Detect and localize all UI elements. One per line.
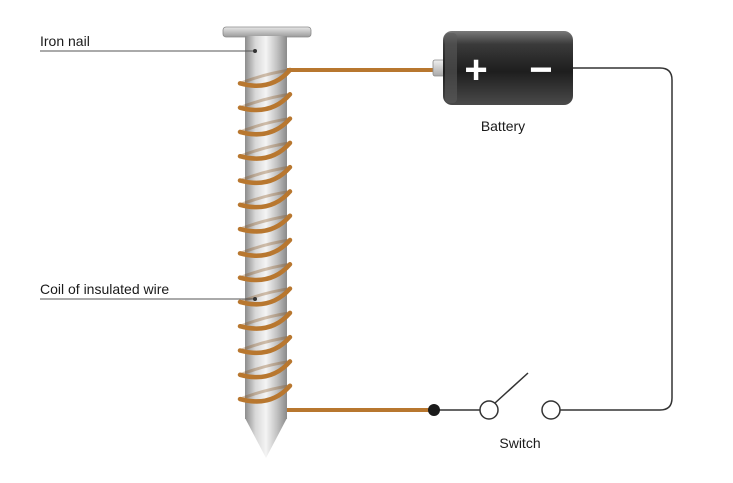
- switch-lever: [494, 372, 529, 404]
- battery-icon: + −: [432, 31, 573, 105]
- battery-cap: [445, 33, 457, 103]
- coil-turn: [237, 383, 293, 404]
- iron-nail-icon: [222, 26, 312, 458]
- copper-leads: [286, 68, 436, 412]
- label-coil: Coil of insulated wire: [40, 281, 169, 297]
- coil-turn-back: [239, 262, 291, 280]
- coil-turn-back: [239, 165, 291, 182]
- coil-turn-back: [239, 287, 291, 304]
- switch-icon: [428, 372, 561, 420]
- coil-turn-back: [239, 141, 291, 158]
- coil-turn: [237, 213, 293, 234]
- coil-turn: [237, 189, 293, 210]
- coil-turn-back: [239, 68, 291, 85]
- battery-body: [443, 31, 573, 105]
- leader-iron-nail-dot: [253, 49, 257, 53]
- coil-turn: [237, 164, 293, 186]
- coil-icon: [237, 67, 293, 404]
- junction-dot: [428, 404, 440, 416]
- coil-turn-back: [239, 335, 291, 352]
- coil-turn-back: [239, 311, 291, 328]
- coil-turn: [237, 262, 293, 283]
- coil-turn: [237, 310, 293, 331]
- circuit-wires: [434, 67, 673, 411]
- coil-turn: [237, 140, 293, 161]
- coil-turn-back: [239, 117, 291, 134]
- leader-lines: [40, 49, 257, 301]
- switch-contact-left: [479, 400, 499, 420]
- coil-turn: [237, 92, 293, 113]
- coil-turn-back: [239, 384, 291, 401]
- coil-turn-back: [239, 214, 291, 231]
- coil-turn-back: [239, 238, 291, 255]
- label-iron-nail: Iron nail: [40, 33, 90, 49]
- battery-negative-sign: −: [529, 48, 552, 92]
- coil-turn-back: [239, 359, 291, 377]
- nail-tip: [245, 418, 287, 458]
- label-switch: Switch: [499, 435, 540, 451]
- coil-turn: [237, 116, 293, 137]
- wire-battery-to-switch: [560, 67, 673, 411]
- coil-turn: [237, 334, 293, 356]
- nail-shank: [245, 36, 287, 419]
- coil-turn: [237, 67, 293, 88]
- coil-turn-back: [239, 189, 291, 207]
- leader-coil-dot: [253, 297, 257, 301]
- coil-turn-back: [239, 92, 291, 110]
- nail-head: [222, 26, 312, 38]
- coil-turn: [237, 237, 293, 258]
- coil-turn: [237, 359, 293, 380]
- switch-contact-right: [541, 400, 561, 420]
- label-battery: Battery: [481, 118, 525, 134]
- coil-turn: [237, 286, 293, 307]
- battery-positive-sign: +: [464, 48, 487, 92]
